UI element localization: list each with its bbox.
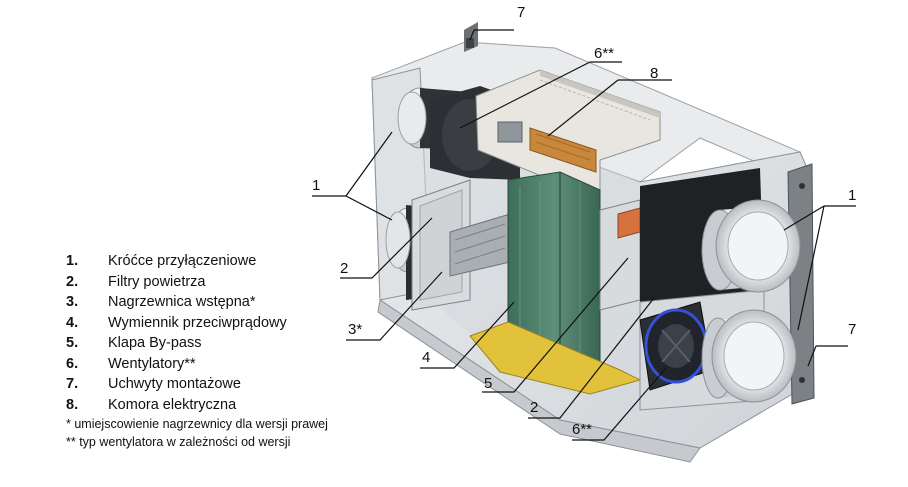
legend-number: 5.: [66, 335, 79, 351]
legend-note-fan: ** typ wentylatora w zależności od wersj…: [66, 435, 291, 449]
legend-item: 3. Nagrzewnica wstępna*: [66, 292, 396, 313]
legend-number: 2.: [66, 273, 79, 290]
callout-2-bottom: 2: [530, 399, 538, 416]
legend-number: 8.: [66, 396, 79, 413]
legend-label: Króćce przyłączeniowe: [108, 253, 257, 269]
legend-note-heater: * umiejscowienie nagrzewnicy dla wersji …: [66, 417, 328, 431]
legend-label: Nagrzewnica wstępna*: [108, 294, 256, 310]
callout-6-top: 6**: [594, 45, 614, 62]
preheater: [449, 213, 511, 277]
legend-number: 7.: [66, 376, 79, 392]
callout-7-right: 7: [848, 321, 856, 338]
legend-item: 6. Wentylatory**: [66, 354, 396, 375]
callout-1-left: 1: [312, 177, 320, 194]
legend-label: Wentylatory**: [108, 355, 196, 372]
legend-item: 5. Klapa By-pass: [66, 333, 396, 354]
electrical-chamber: [475, 69, 661, 201]
legend-label: Uchwyty montażowe: [108, 376, 241, 392]
legend-label: Komora elektryczna: [108, 396, 237, 413]
legend-item: 2. Filtry powietrza: [66, 272, 396, 293]
legend-label: Klapa By-pass: [108, 335, 202, 351]
leader-lines: [312, 29, 856, 441]
callout-4: 4: [422, 349, 430, 366]
callout-1-right: 1: [848, 187, 856, 204]
callout-5: 5: [484, 375, 492, 392]
right-duct-upper: [701, 199, 801, 293]
callout-7-top: 7: [517, 4, 525, 21]
legend-item: 7. Uchwyty montażowe: [66, 374, 396, 395]
right-duct-lower: [701, 309, 797, 403]
callout-2-left: 2: [340, 260, 348, 277]
fan-lower: [639, 301, 713, 391]
legend-number: 1.: [66, 253, 79, 269]
callout-labels: 7 6** 8 1 1 2 3* 4 5 2 6** 7: [312, 4, 856, 438]
legend-item: 1. Króćce przyłączeniowe: [66, 251, 396, 272]
callout-8: 8: [650, 65, 658, 82]
legend-number: 4.: [66, 314, 79, 331]
legend-item: 4. Wymiennik przeciwprądowy: [66, 313, 396, 334]
callout-6-bottom: 6**: [572, 421, 592, 438]
legend-number: 6.: [66, 355, 79, 372]
legend-label: Wymiennik przeciwprądowy: [108, 314, 287, 331]
callout-3: 3*: [348, 321, 362, 338]
legend-label: Filtry powietrza: [108, 273, 206, 290]
legend-item: 8. Komora elektryczna: [66, 395, 396, 416]
bypass-damper: [599, 199, 641, 311]
air-filter-left: [411, 179, 471, 311]
legend-number: 3.: [66, 294, 79, 310]
legend: 1. Króćce przyłączeniowe 2. Filtry powie…: [66, 251, 396, 451]
